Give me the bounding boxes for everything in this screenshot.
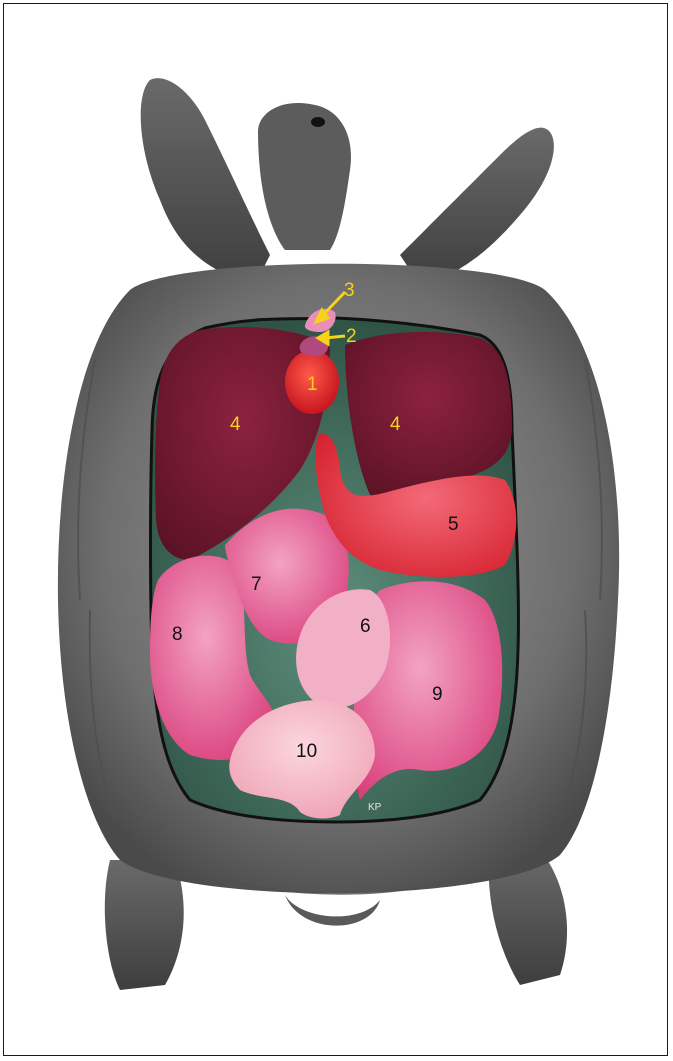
label-9: 9 [432,684,443,705]
label-3: 3 [344,280,355,301]
head [258,103,351,250]
artist-signature: KP [368,802,382,813]
front-left-limb [141,78,270,285]
label-2: 2 [346,326,357,347]
label-1: 1 [307,374,318,395]
label-7: 7 [251,574,262,595]
eye-icon [311,117,325,127]
label-4-right: 4 [390,414,401,435]
label-4-left: 4 [230,414,241,435]
tail [285,895,380,926]
label-8: 8 [172,624,183,645]
front-right-limb [400,128,554,285]
label-6: 6 [360,616,371,637]
label-5: 5 [448,514,459,535]
hind-left-limb [105,860,184,990]
label-10: 10 [296,741,317,762]
